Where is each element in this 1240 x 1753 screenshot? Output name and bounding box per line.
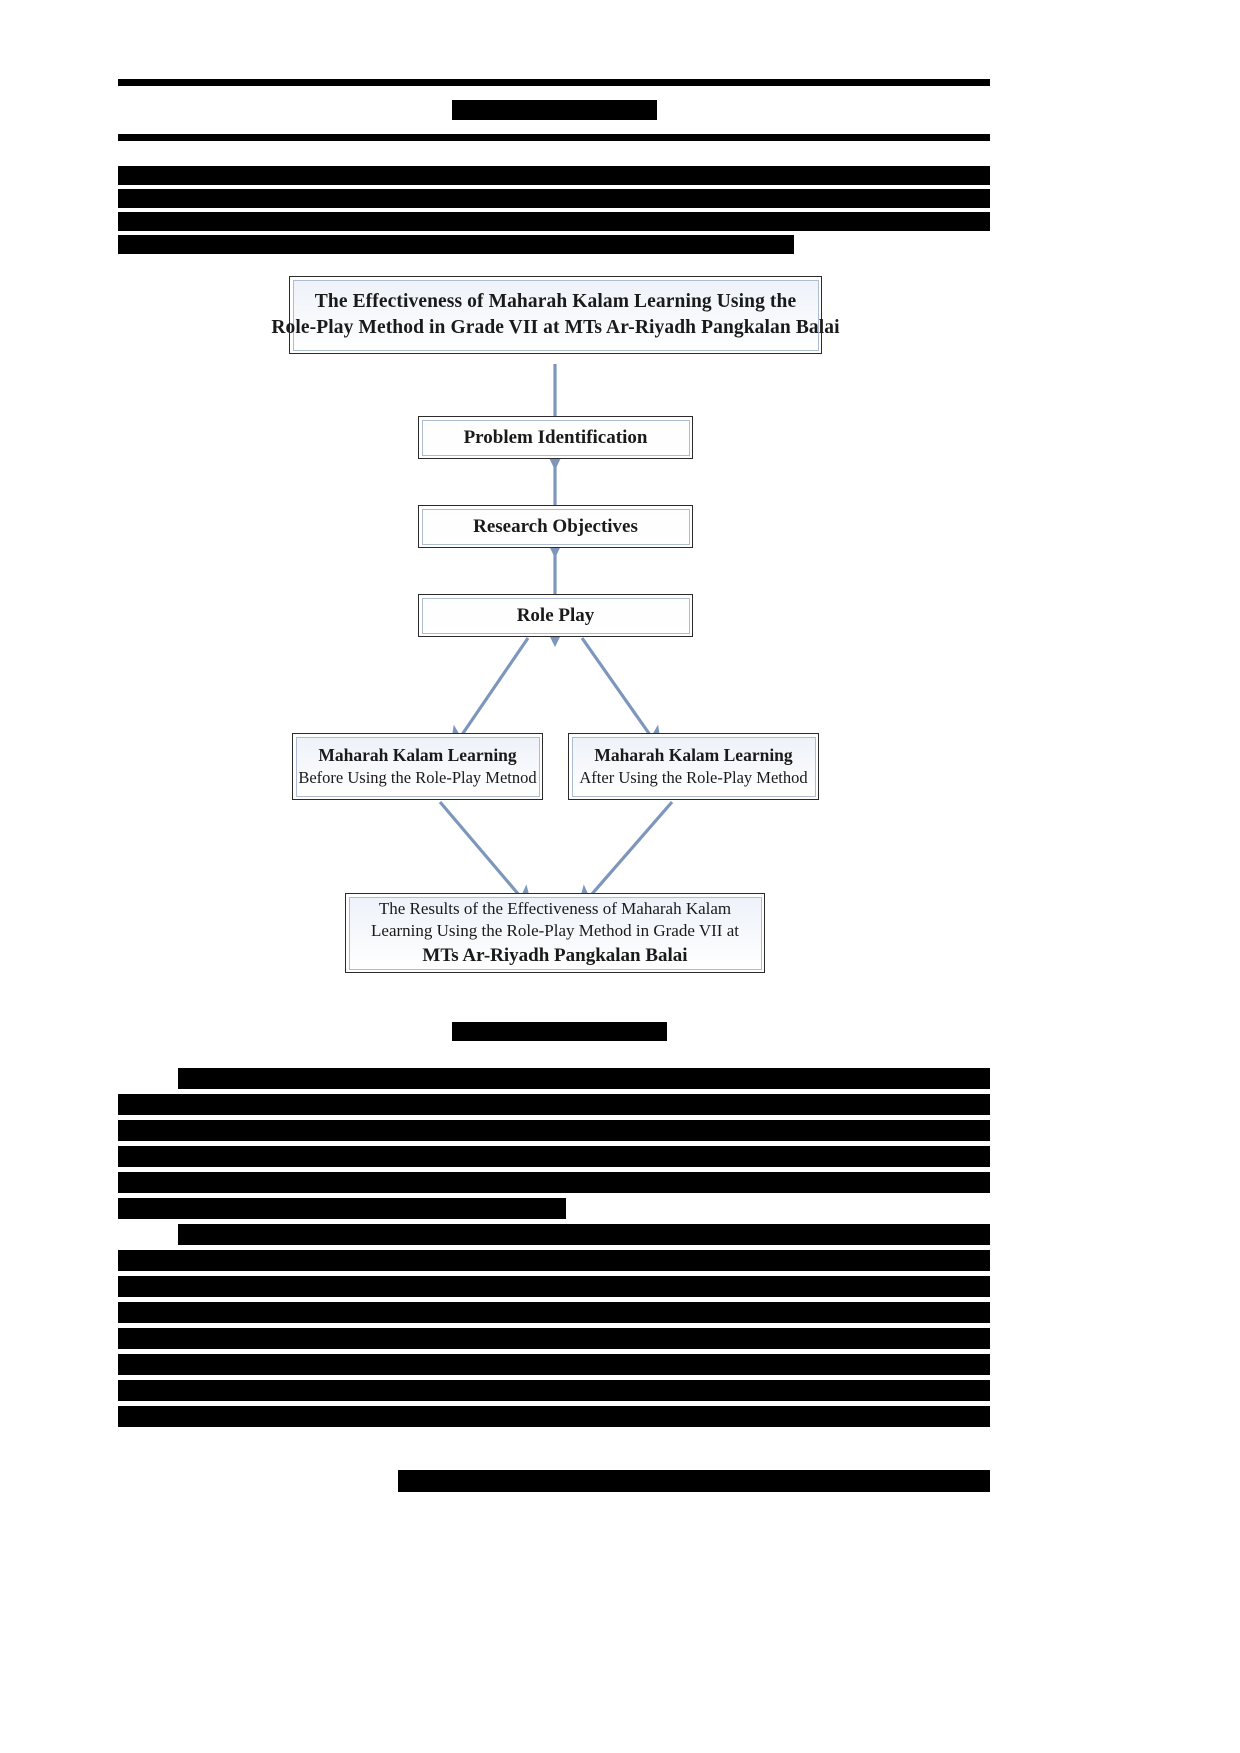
flow-node-title-line-1: The Effectiveness of Maharah Kalam Learn…: [314, 291, 797, 313]
paragraph-redaction-bar: [118, 1120, 990, 1141]
top-rule-1: [118, 79, 990, 86]
footer-redaction-bar: [398, 1470, 990, 1492]
edge-before-to-result: [438, 800, 534, 912]
flow-node-results-line-2: Learning Using the Role-Play Method in G…: [371, 921, 739, 941]
flow-node-after-role-play-line-2: After Using the Role-Play Method: [579, 768, 808, 788]
paragraph-redaction-bar: [178, 1068, 990, 1089]
flow-node-problem-identification[interactable]: Problem Identification: [418, 416, 693, 459]
paragraph-redaction-bar: [118, 1146, 990, 1167]
flow-node-problem-identification-label: Problem Identification: [463, 426, 648, 448]
flow-node-results-line-1: The Results of the Effectiveness of Maha…: [378, 899, 732, 919]
flow-node-role-play[interactable]: Role Play: [418, 594, 693, 637]
edge-roleplay-to-before: [449, 637, 530, 753]
flow-node-results[interactable]: The Results of the Effectiveness of Maha…: [345, 893, 765, 973]
flow-node-title[interactable]: The Effectiveness of Maharah Kalam Learn…: [271, 276, 840, 354]
flow-node-after-role-play-line-1: Maharah Kalam Learning: [594, 745, 793, 766]
paragraph-redaction-bar: [118, 1276, 990, 1297]
paragraph-redaction-bar: [118, 1250, 990, 1271]
paragraph-redaction-bar: [118, 1380, 990, 1401]
flow-node-role-play-label: Role Play: [516, 604, 595, 626]
section-heading-redaction-bar: [452, 1022, 667, 1041]
flow-node-before-role-play[interactable]: Maharah Kalam Learning Before Using the …: [292, 733, 543, 800]
paragraph-redaction-bar: [118, 166, 990, 185]
flow-node-research-objectives-label: Research Objectives: [473, 515, 638, 537]
edge-after-to-result: [576, 800, 674, 912]
flow-node-results-line-3: MTs Ar-Riyadh Pangkalan Balai: [422, 944, 688, 966]
paragraph-redaction-bar: [118, 1302, 990, 1323]
paragraph-redaction-bar: [118, 1172, 990, 1193]
paragraph-redaction-bar: [118, 212, 990, 231]
heading-redaction-bar: [452, 100, 657, 120]
paragraph-redaction-bar: [118, 189, 990, 208]
edge-roleplay-to-after: [580, 637, 663, 753]
paragraph-redaction-bar: [118, 1094, 990, 1115]
flow-node-research-objectives[interactable]: Research Objectives: [418, 505, 693, 548]
top-rule-2: [118, 134, 990, 141]
flow-node-title-line-2: Role-Play Method in Grade VII at MTs Ar-…: [271, 317, 840, 338]
paragraph-redaction-bar: [118, 1198, 566, 1219]
paragraph-redaction-bar: [118, 1328, 990, 1349]
flow-node-before-role-play-line-2: Before Using the Role-Play Metnod: [298, 768, 537, 788]
paragraph-redaction-bar: [118, 1406, 990, 1427]
paragraph-redaction-bar: [118, 1354, 990, 1375]
flow-node-after-role-play[interactable]: Maharah Kalam Learning After Using the R…: [568, 733, 819, 800]
paragraph-redaction-bar: [178, 1224, 990, 1245]
paragraph-redaction-bar: [118, 235, 794, 254]
flow-node-before-role-play-line-1: Maharah Kalam Learning: [318, 745, 517, 766]
